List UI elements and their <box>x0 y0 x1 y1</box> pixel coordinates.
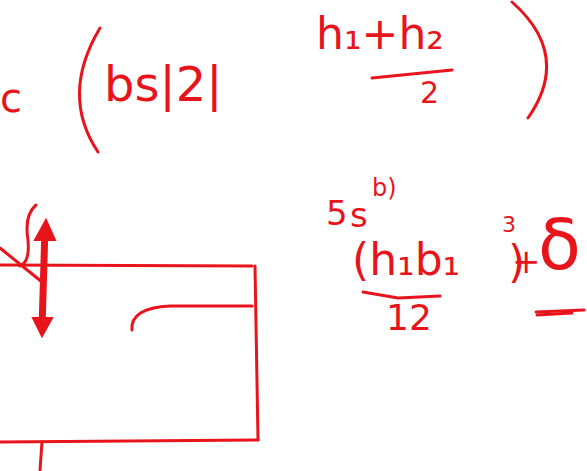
handwritten-label: (h₁b₁ <box>352 238 460 282</box>
handwritten-label: 5 <box>326 196 348 230</box>
brace-mark <box>20 205 36 266</box>
handwritten-label: b) <box>372 176 397 200</box>
curve-mark <box>132 306 252 330</box>
section-edge <box>0 265 252 266</box>
handwritten-label: h₁+h₂ <box>316 12 444 56</box>
handwritten-label: bs|2| <box>104 60 222 108</box>
handwritten-label: δ <box>538 210 581 280</box>
underline <box>536 310 584 312</box>
handwritten-label: 3 <box>502 214 516 236</box>
handwritten-label: c <box>0 78 22 118</box>
section-edge <box>0 440 258 442</box>
right-paren <box>512 2 547 118</box>
arrowhead <box>33 318 52 336</box>
underline <box>537 313 572 315</box>
handwritten-label: s <box>350 198 368 232</box>
arrowhead <box>35 220 55 240</box>
section-edge <box>255 266 258 440</box>
handwritten-label: 12 <box>386 300 432 336</box>
tick-mark <box>40 442 42 470</box>
fraction-bar <box>363 292 440 298</box>
handwritten-label: + <box>512 244 541 278</box>
fraction-bar <box>372 70 452 78</box>
handwritten-label: 2 <box>420 78 439 108</box>
left-paren <box>79 28 100 152</box>
thick-bar <box>42 228 45 328</box>
